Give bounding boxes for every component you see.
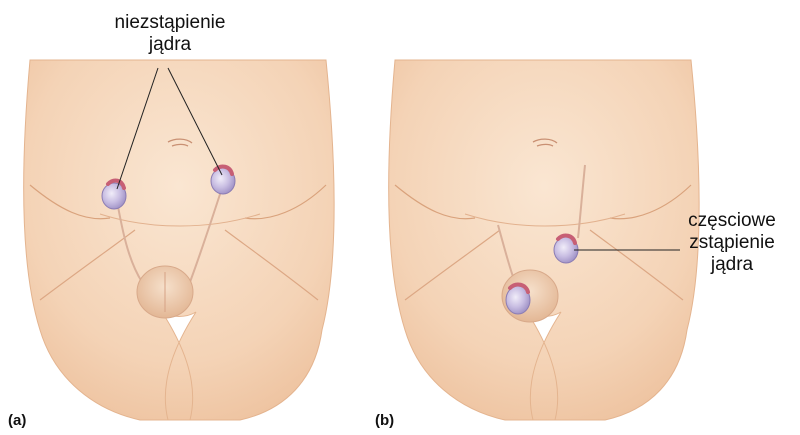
panel-b-label-line-2: zstąpienie <box>672 232 792 254</box>
panel-a-testis-right <box>211 167 235 194</box>
panel-b-figure <box>389 60 699 420</box>
panel-a-letter: (a) <box>8 412 26 430</box>
panel-b-label-line-3: jądra <box>672 254 792 276</box>
panel-b-testis-partial <box>554 236 578 263</box>
panel-a-label: niezstąpienie jądra <box>90 12 250 56</box>
panel-a-figure <box>24 60 334 420</box>
panel-a-body <box>24 60 334 420</box>
panel-a-label-line-1: niezstąpienie <box>90 12 250 34</box>
panel-b-label: częsciowe zstąpienie jądra <box>672 210 792 276</box>
panel-a-label-line-2: jądra <box>90 34 250 56</box>
panel-b-testis-descended <box>506 285 530 314</box>
panel-b-body <box>389 60 699 420</box>
panel-b-letter: (b) <box>375 412 394 430</box>
panel-b-label-line-1: częsciowe <box>672 210 792 232</box>
